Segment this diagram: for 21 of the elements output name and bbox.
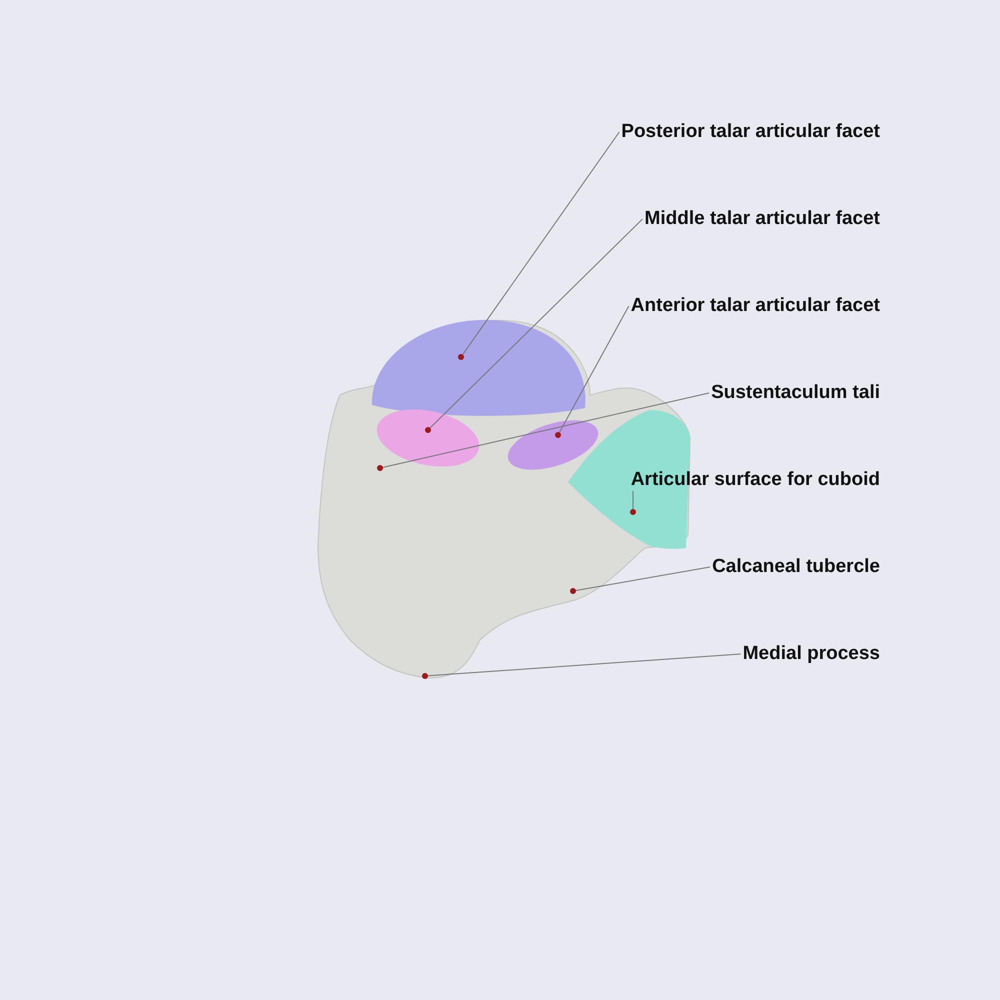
leader-line <box>462 132 620 356</box>
part-label: Anterior talar articular facet <box>630 295 880 317</box>
point-marker <box>425 427 431 433</box>
part-label: Articular surface for cuboid <box>630 469 880 491</box>
point-marker <box>377 465 383 471</box>
leader-line <box>382 392 710 468</box>
point-marker <box>630 509 636 515</box>
leader-line <box>558 306 630 433</box>
point-marker <box>422 673 428 679</box>
point-marker <box>458 354 464 360</box>
part-label: Calcaneal tubercle <box>712 556 880 578</box>
point-marker <box>555 432 561 438</box>
part-label: Sustentaculum tali <box>711 382 880 404</box>
leader-line <box>632 490 634 510</box>
part-label: Medial process <box>742 643 880 665</box>
part-label: Posterior talar articular facet <box>621 121 880 143</box>
part-label: Middle talar articular facet <box>644 208 880 230</box>
leader-line <box>575 566 711 591</box>
point-marker <box>570 588 576 594</box>
leader-line <box>430 218 644 428</box>
leader-line <box>428 654 742 676</box>
